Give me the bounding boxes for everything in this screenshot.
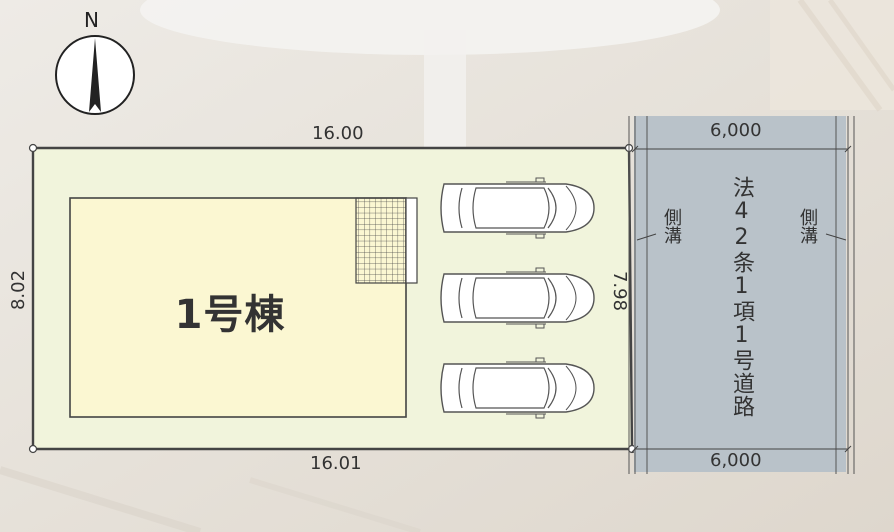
road [634, 116, 846, 472]
car-icon [440, 177, 595, 239]
road-width-top: 6,000 [710, 120, 762, 141]
gutter-left-label: 側溝 [661, 208, 682, 244]
building-footprint [69, 197, 407, 418]
lot-dim-top: 16.00 [312, 123, 364, 144]
gutter-right-label: 側溝 [797, 208, 818, 244]
lot-dim-bottom: 16.01 [310, 453, 362, 474]
compass-icon [55, 35, 135, 115]
car-icon [440, 357, 595, 419]
compass-north-label: N [84, 8, 99, 32]
stairs-edge [405, 197, 418, 284]
lot-dim-right: 7.98 [609, 270, 630, 312]
building-label: 1号棟 [174, 292, 286, 338]
car-icon [440, 267, 595, 329]
stairs-grid [355, 197, 407, 284]
road-label: 法42条1項1号道路 [729, 176, 754, 418]
road-width-bottom: 6,000 [710, 450, 762, 471]
lot-dim-left: 8.02 [8, 269, 29, 311]
